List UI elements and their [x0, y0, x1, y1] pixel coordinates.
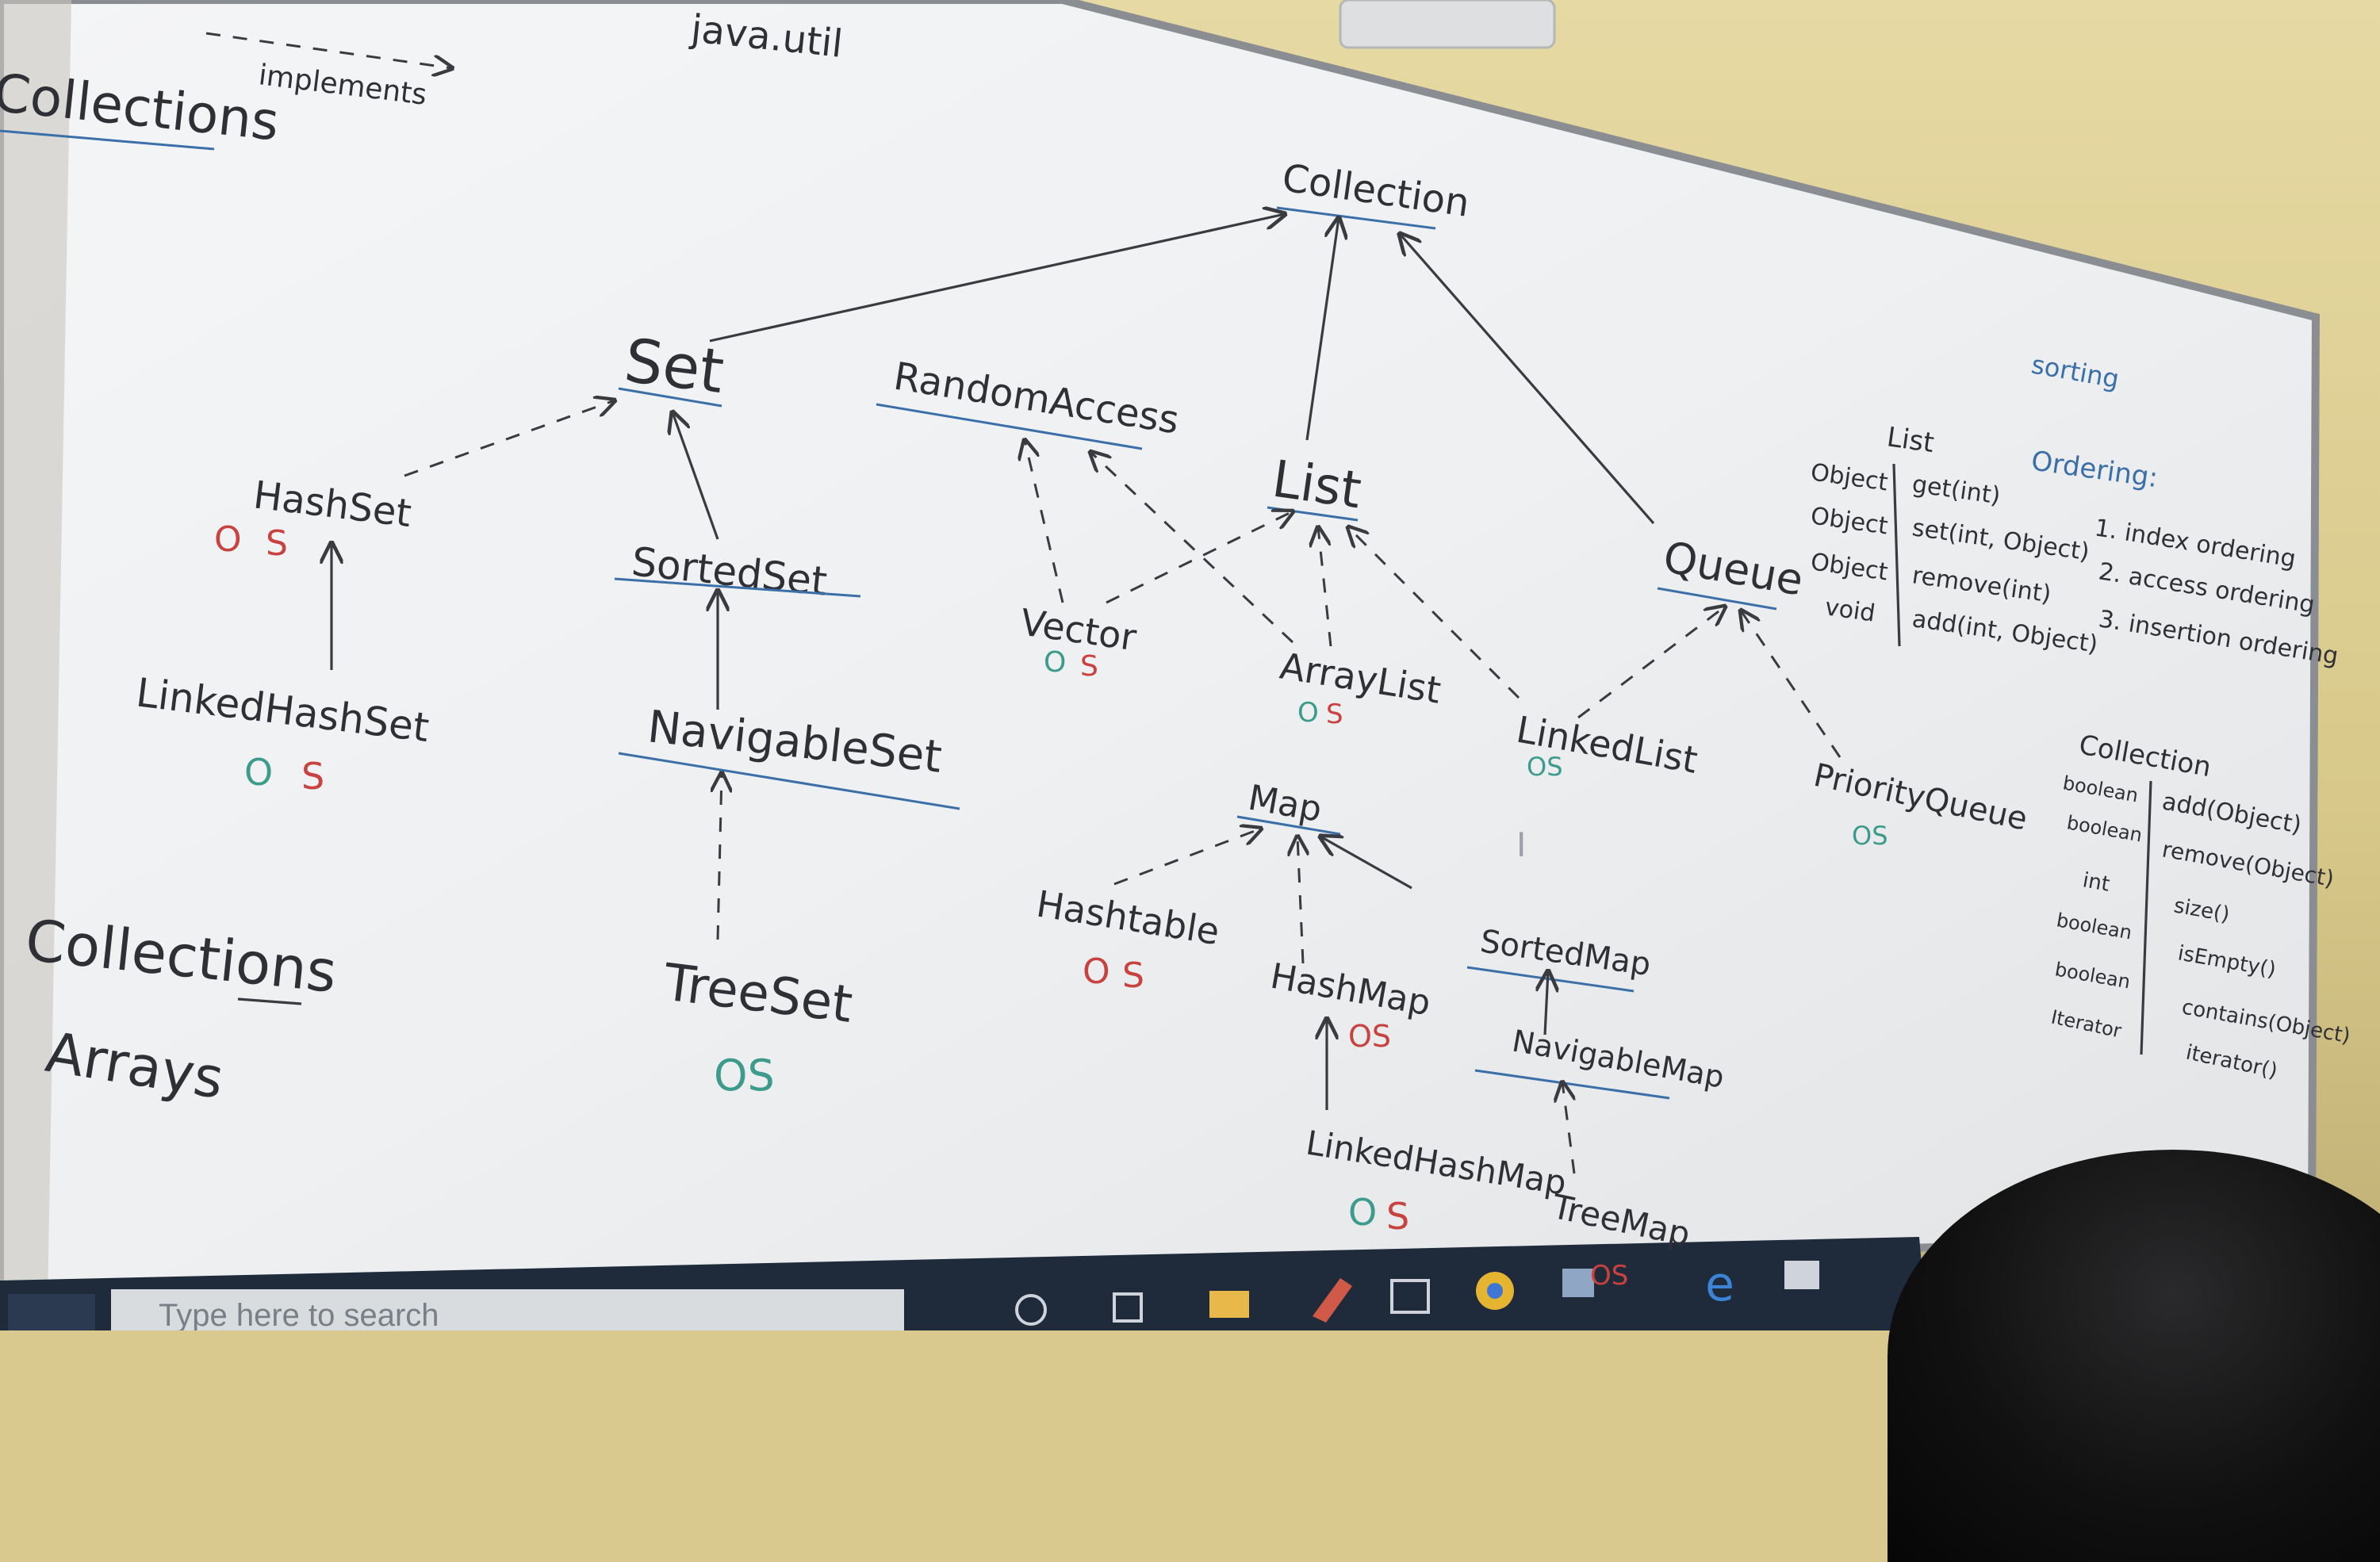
linkedhashmap-s: S	[1386, 1195, 1409, 1238]
list-methods-divider	[1892, 463, 1901, 647]
cortana-icon[interactable]	[1015, 1294, 1047, 1326]
linkedhashset-s: S	[301, 755, 324, 798]
list-methods-title: List	[1885, 421, 1936, 459]
edge-linkedlist-queue	[1577, 607, 1725, 719]
map-underline	[1236, 815, 1341, 836]
edge-arraylist-randomaccess	[1090, 452, 1294, 644]
random-access-underline	[876, 403, 1143, 450]
edge-hashset-set	[404, 400, 615, 477]
linkedlist-os: OS	[1527, 752, 1563, 782]
app-icon[interactable]	[1562, 1269, 1594, 1297]
edge-vector-list	[1106, 511, 1293, 604]
collection-methods-divider	[2140, 780, 2152, 1055]
task-view-icon[interactable]	[1113, 1292, 1143, 1323]
linkedhashmap-o: O	[1348, 1191, 1377, 1234]
edge-linkedlist-list	[1348, 527, 1520, 699]
whiteboard-scene: Type here to search e implements java.ut…	[0, 0, 2352, 1330]
edge-sortedset-set	[673, 412, 719, 540]
set-underline	[618, 387, 722, 408]
edge-vector-randomaccess	[1025, 440, 1064, 603]
edge-treeset-navigableset	[718, 773, 722, 940]
start-button[interactable]	[8, 1294, 95, 1330]
edge-hashmap-map	[1297, 837, 1303, 964]
collections-utility-underline	[237, 997, 302, 1005]
edge-set-collection	[709, 214, 1285, 343]
hashmap-os: OS	[1348, 1019, 1391, 1054]
text-cursor-mark: I	[1516, 825, 1526, 864]
edge-icon[interactable]: e	[1705, 1257, 1734, 1312]
search-placeholder: Type here to search	[159, 1298, 439, 1330]
arraylist-s: S	[1326, 699, 1343, 730]
vector-o: O	[1044, 646, 1066, 679]
edge-priorityqueue-queue	[1741, 611, 1842, 758]
vector-s: S	[1080, 650, 1098, 683]
node-set: Set	[621, 325, 728, 408]
collection-method-type-3: int	[2081, 868, 2112, 896]
store-icon[interactable]	[1784, 1261, 1819, 1289]
treeset-os: OS	[714, 1051, 775, 1101]
treemap-os: OS	[1590, 1260, 1628, 1292]
taskbar-search-box[interactable]	[111, 1289, 904, 1330]
file-explorer-icon[interactable]	[1209, 1291, 1249, 1318]
arraylist-o: O	[1297, 697, 1319, 729]
whiteboard	[0, 0, 2321, 1305]
pen-icon[interactable]	[1313, 1278, 1352, 1323]
edge-arraylist-list	[1318, 527, 1332, 647]
linkedhashset-o: O	[244, 751, 273, 794]
edge-sortedmap-map	[1320, 837, 1412, 890]
collection-underline	[1276, 206, 1436, 230]
window-icon[interactable]	[1390, 1279, 1430, 1314]
hashtable-o: O	[1083, 951, 1110, 992]
edge-list-collection	[1305, 218, 1339, 441]
board-left-shadow	[0, 0, 71, 1300]
navigableset-underline	[618, 752, 960, 810]
projector-box	[1339, 0, 1556, 49]
edge-navigablemap-sortedmap	[1545, 971, 1548, 1036]
sortedset-underline	[614, 577, 861, 598]
queue-underline	[1657, 587, 1777, 611]
edge-queue-collection	[1400, 234, 1655, 525]
collections-title-underline	[0, 129, 215, 151]
priorityqueue-os: OS	[1852, 821, 1888, 851]
chrome-icon-center	[1487, 1283, 1503, 1299]
hashset-o: O	[214, 519, 242, 560]
hashtable-s: S	[1122, 955, 1144, 996]
hashset-s: S	[266, 523, 288, 564]
